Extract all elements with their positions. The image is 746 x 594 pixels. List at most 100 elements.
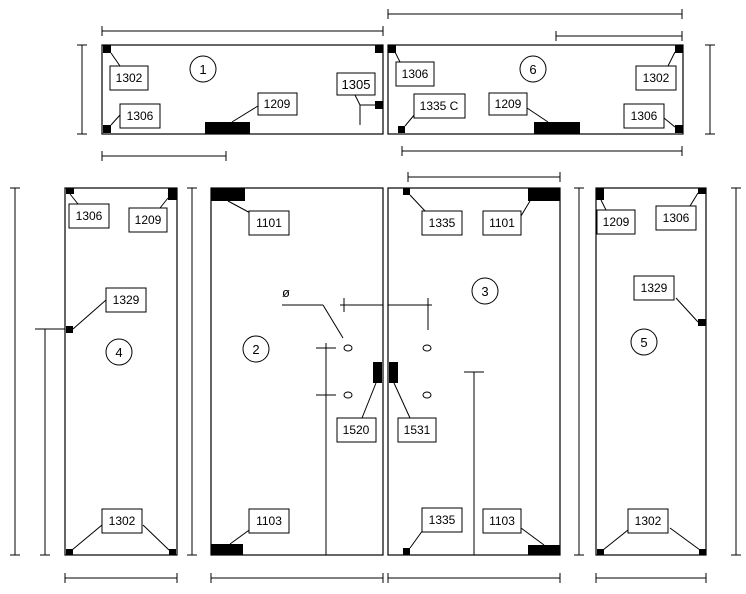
fitting-marker (66, 549, 73, 555)
label-text: 1531 (404, 423, 431, 437)
hole (343, 344, 353, 352)
label-text: 1101 (256, 216, 282, 230)
fitting-marker (169, 549, 176, 555)
label-text: 1306 (663, 211, 690, 225)
label-1335-p3-bottom: 1335 (421, 507, 463, 533)
label-1103-p2: 1103 (248, 508, 290, 534)
label-1306-p5: 1306 (655, 205, 697, 231)
label-text: 1103 (256, 514, 282, 528)
label-text: 1302 (635, 514, 662, 528)
panel-number-text: 4 (115, 345, 122, 360)
label-text: 1209 (495, 97, 522, 111)
leader-line (520, 200, 531, 217)
panel-number-6: 6 (519, 55, 547, 83)
label-1329-p4: 1329 (105, 287, 147, 313)
fitting-marker (375, 101, 383, 109)
label-text: 1101 (489, 216, 515, 230)
label-1209-p5: 1209 (596, 209, 636, 235)
label-text: 1302 (109, 514, 136, 528)
hole (422, 344, 432, 352)
label-text: 1335 (429, 216, 456, 230)
leader-line (409, 529, 424, 549)
leader-line (69, 193, 79, 205)
leader-line (354, 94, 361, 106)
leader-line (361, 382, 377, 419)
fitting-bar (211, 544, 243, 555)
fitting-bar (205, 122, 250, 134)
fitting-bar (534, 122, 580, 134)
leader-line (142, 524, 170, 551)
panel-number-text: 5 (640, 335, 647, 350)
leader-line (667, 51, 676, 67)
leader-line (72, 299, 107, 330)
panel-4-outline (64, 187, 178, 556)
label-text: 1103 (489, 514, 515, 528)
leader-line (71, 524, 103, 551)
label-1302-p1: 1302 (109, 65, 149, 91)
diameter-symbol: ø (282, 285, 290, 300)
panel-number-text: 1 (199, 62, 206, 77)
handle-1520 (373, 362, 382, 383)
leader-line (393, 382, 411, 419)
fitting-marker (103, 125, 111, 133)
label-text: 1209 (135, 213, 162, 227)
label-text: 1305 (342, 77, 371, 92)
panel-5-outline (595, 187, 707, 556)
label-text: 1306 (76, 209, 103, 223)
leader-line (404, 113, 416, 127)
handle-1531 (389, 362, 398, 383)
fitting-marker (388, 45, 396, 53)
leader-line (394, 51, 401, 63)
label-text: 1306 (402, 67, 429, 81)
fitting-marker (698, 319, 706, 326)
panel-2-outline (210, 187, 384, 556)
label-text: 1209 (264, 97, 291, 111)
label-1302-p5: 1302 (627, 508, 669, 534)
label-1306-p6-br: 1306 (623, 103, 665, 129)
leader-line (229, 527, 253, 545)
panel-number-text: 2 (252, 342, 259, 357)
leader-line (602, 529, 629, 551)
label-1306-p6: 1306 (395, 61, 435, 87)
label-text: 1329 (113, 293, 140, 307)
fitting-bar (528, 545, 560, 555)
leader-line (526, 107, 549, 123)
label-1209-p1: 1209 (257, 92, 298, 116)
panel-number-4: 4 (105, 338, 133, 366)
label-1306-p1: 1306 (119, 103, 161, 129)
fitting-marker (398, 126, 405, 133)
fitting-marker (66, 188, 74, 194)
fitting-marker (597, 549, 604, 555)
label-1335c-p6: 1335 C (413, 93, 466, 119)
panel-number-5: 5 (630, 328, 658, 356)
fitting-marker (675, 45, 683, 53)
leader-line (110, 52, 121, 67)
label-text: 1329 (641, 281, 668, 295)
label-text: 1335 (429, 513, 456, 527)
leader-line (675, 297, 699, 323)
label-1335-p3-top: 1335 (421, 210, 463, 236)
fitting-marker (375, 45, 383, 53)
panel-number-text: 3 (481, 284, 488, 299)
panel-number-1: 1 (189, 55, 217, 83)
label-1306-p4: 1306 (68, 203, 110, 229)
fitting-marker (66, 326, 73, 333)
panel-number-2: 2 (242, 335, 270, 363)
leader-line (669, 527, 701, 551)
leader-line (231, 105, 259, 123)
fitting-marker (698, 188, 706, 194)
hole (422, 391, 432, 399)
label-1101-p3: 1101 (482, 210, 522, 236)
leader-line (322, 304, 344, 339)
fitting-marker (103, 45, 111, 53)
label-1209-p6: 1209 (488, 92, 528, 116)
fitting-marker (403, 188, 410, 195)
label-1302-p6: 1302 (635, 65, 677, 91)
fitting-marker (699, 549, 706, 555)
label-1209-p4: 1209 (128, 207, 168, 233)
fitting-bar (211, 188, 245, 201)
label-1531-p3: 1531 (397, 417, 437, 443)
label-text: 1302 (643, 71, 670, 85)
